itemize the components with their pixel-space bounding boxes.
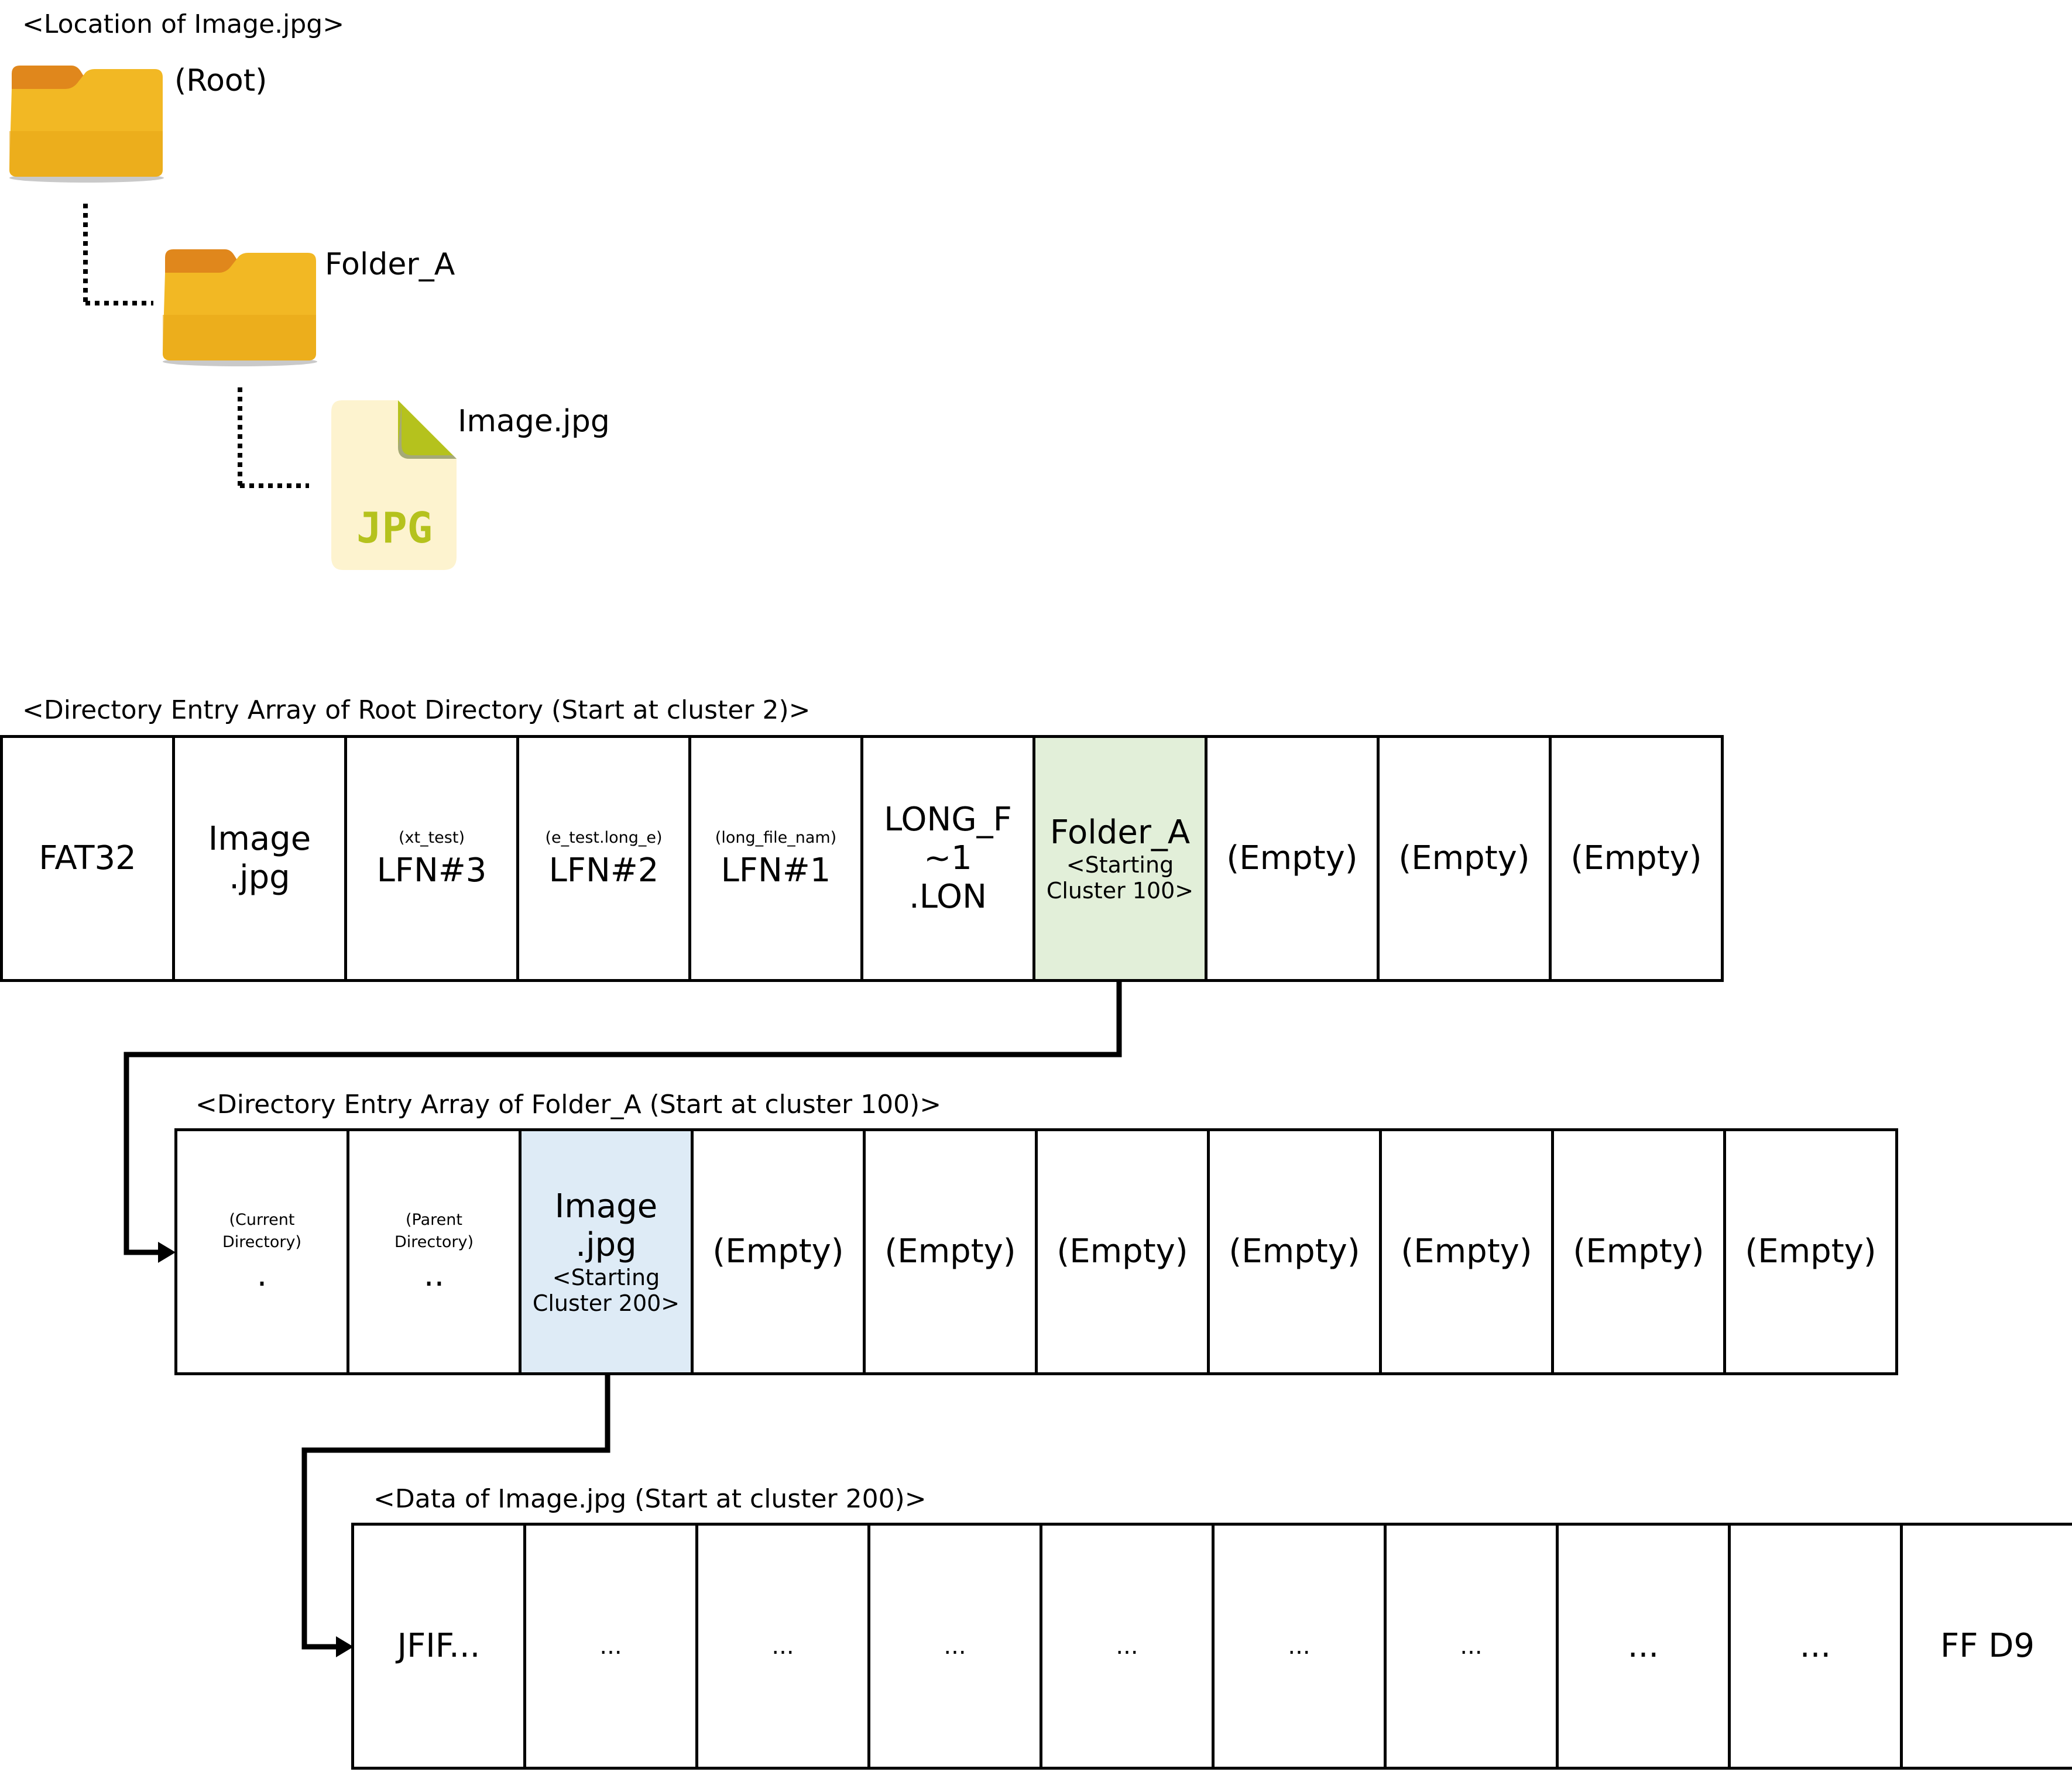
- entry-label: (Empty): [712, 1232, 844, 1270]
- entry-cell[interactable]: ...: [1731, 1523, 1903, 1770]
- entry-cell[interactable]: (Empty): [1554, 1128, 1726, 1375]
- entry-label: Folder_A: [1049, 813, 1191, 851]
- entry-label: (Empty): [1398, 839, 1530, 877]
- arrowhead: [336, 1636, 354, 1657]
- entry-label: LFN#2: [548, 851, 659, 890]
- entry-label: Image .jpg: [208, 820, 311, 897]
- entry-cell[interactable]: LONG_F ~1 .LON: [863, 735, 1035, 982]
- entry-label: .: [256, 1256, 267, 1294]
- entry-ellipsis: ...: [944, 1633, 966, 1660]
- entry-cell[interactable]: JFIF...: [354, 1523, 526, 1770]
- root-dir-title: <Directory Entry Array of Root Directory…: [22, 695, 811, 725]
- entry-ellipsis: ...: [1460, 1633, 1483, 1660]
- entry-ellipsis: ...: [771, 1633, 794, 1660]
- entry-label: Image .jpg: [554, 1187, 658, 1264]
- entry-cell[interactable]: Image .jpg<Starting Cluster 200>: [522, 1128, 694, 1375]
- root-directory-entry-array: FAT32 Image .jpg (xt_test) LFN#3 (e_test.lon…: [0, 735, 1724, 982]
- jpg-icon-text: JPG: [356, 503, 433, 552]
- entry-cell[interactable]: (e_test.long_e) LFN#2: [519, 735, 691, 982]
- entry-cell[interactable]: ...: [1042, 1523, 1215, 1770]
- entry-label: (Empty): [1056, 1232, 1188, 1270]
- starting-cluster-note: <Starting Cluster 100>: [1046, 852, 1194, 904]
- entry-annotation: (xt_test): [399, 829, 465, 847]
- entry-label: (Empty): [884, 1232, 1016, 1270]
- data-title: <Data of Image.jpg (Start at cluster 200…: [373, 1484, 927, 1514]
- entry-cell[interactable]: ...: [1387, 1523, 1559, 1770]
- entry-label: (Empty): [1226, 839, 1358, 877]
- entry-label: FF D9: [1940, 1627, 2035, 1665]
- entry-cell[interactable]: (Empty): [1207, 735, 1380, 982]
- entry-label: ...: [1627, 1627, 1659, 1665]
- entry-label: ..: [423, 1256, 445, 1294]
- entry-cell[interactable]: (xt_test) LFN#3: [347, 735, 519, 982]
- entry-label: FAT32: [39, 839, 136, 877]
- entry-cell[interactable]: (Current Directory).: [177, 1128, 349, 1375]
- entry-label: (Empty): [1573, 1232, 1704, 1270]
- entry-label: LONG_F ~1 .LON: [884, 801, 1012, 916]
- entry-ellipsis: ...: [1116, 1633, 1138, 1660]
- entry-label: LFN#3: [376, 851, 487, 890]
- entry-cell[interactable]: (Parent Directory)..: [349, 1128, 522, 1375]
- entry-label: (Empty): [1745, 1232, 1877, 1270]
- starting-cluster-note: <Starting Cluster 200>: [532, 1265, 680, 1316]
- entry-cell[interactable]: (long_file_nam) LFN#1: [691, 735, 863, 982]
- root-label: (Root): [174, 63, 267, 98]
- entry-cell[interactable]: ...: [1559, 1523, 1731, 1770]
- folder-a-label: Folder_A: [325, 247, 455, 282]
- image-jpg-label: Image.jpg: [458, 404, 610, 439]
- entry-cell[interactable]: Image .jpg: [175, 735, 347, 982]
- entry-label: LFN#1: [721, 851, 831, 890]
- entry-cell[interactable]: ...: [526, 1523, 698, 1770]
- folder-icon[interactable]: [160, 245, 320, 370]
- entry-annotation: (e_test.long_e): [545, 829, 663, 847]
- pointer-arrow-image-jpg: [301, 1375, 610, 1650]
- entry-label: ...: [1799, 1627, 1831, 1665]
- folder-dir-title: <Directory Entry Array of Folder_A (Star…: [195, 1090, 942, 1119]
- entry-cell[interactable]: (Empty): [1552, 735, 1724, 982]
- tree-title: <Location of Image.jpg>: [22, 9, 345, 39]
- folder-icon[interactable]: [7, 61, 166, 186]
- entry-ellipsis: ...: [599, 1633, 622, 1660]
- entry-annotation: (Parent Directory): [394, 1211, 474, 1251]
- arrowhead: [158, 1242, 176, 1263]
- entry-cell[interactable]: (Empty): [1038, 1128, 1210, 1375]
- entry-cell[interactable]: (Empty): [1382, 1128, 1554, 1375]
- entry-label: (Empty): [1570, 839, 1702, 877]
- entry-cell[interactable]: FAT32: [3, 735, 175, 982]
- entry-label: JFIF...: [397, 1627, 481, 1665]
- image-data-cluster-array: JFIF........................... FF D9: [351, 1523, 2072, 1770]
- entry-cell[interactable]: ...: [870, 1523, 1042, 1770]
- entry-cell[interactable]: (Empty): [1726, 1128, 1898, 1375]
- jpg-file-icon[interactable]: JPG: [330, 399, 459, 575]
- entry-cell[interactable]: Folder_A<Starting Cluster 100>: [1035, 735, 1207, 982]
- entry-annotation: (long_file_nam): [715, 829, 837, 847]
- entry-cell[interactable]: (Empty): [1380, 735, 1552, 982]
- entry-annotation: (Current Directory): [222, 1211, 301, 1251]
- pointer-arrow-folder-a: [124, 982, 1122, 1255]
- entry-cell[interactable]: (Empty): [1210, 1128, 1382, 1375]
- entry-cell[interactable]: (Empty): [866, 1128, 1038, 1375]
- folder-a-entry-array: (Current Directory).(Parent Directory)..…: [174, 1128, 1898, 1375]
- entry-cell[interactable]: ...: [698, 1523, 870, 1770]
- entry-cell[interactable]: FF D9: [1903, 1523, 2072, 1770]
- entry-ellipsis: ...: [1288, 1633, 1311, 1660]
- entry-cell[interactable]: ...: [1215, 1523, 1387, 1770]
- entry-cell[interactable]: (Empty): [694, 1128, 866, 1375]
- entry-label: (Empty): [1229, 1232, 1360, 1270]
- entry-label: (Empty): [1401, 1232, 1532, 1270]
